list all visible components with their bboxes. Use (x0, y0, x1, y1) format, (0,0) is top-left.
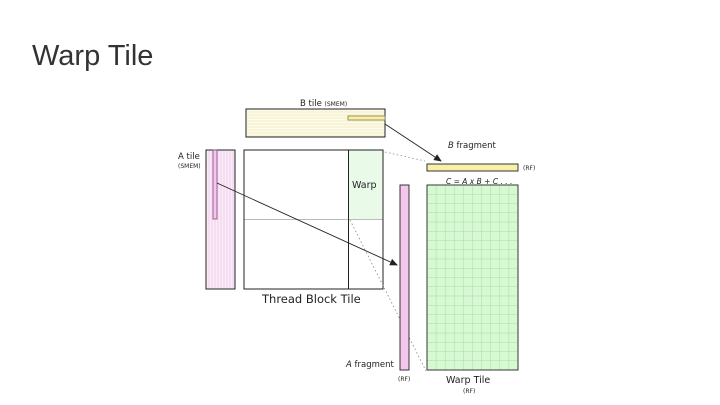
a-fragment-storage: (RF) (398, 376, 410, 383)
b-fragment-storage: (RF) (523, 165, 535, 172)
b-tile (245, 108, 386, 138)
b-fragment-arrow (384, 123, 442, 162)
a-tile-label: A tile (178, 152, 200, 162)
a-tile-storage: (SMEM) (178, 163, 201, 170)
thread-block-border (243, 149, 384, 290)
a-tile-slice (212, 149, 218, 220)
a-tile-stripes (208, 151, 234, 288)
a-fragment-arrow (216, 182, 398, 266)
slide-title: Warp Tile (32, 40, 154, 72)
a-fragment-label: A fragment (345, 360, 395, 370)
b-tile-label: B tile (SMEM) (300, 99, 347, 109)
warp-label: Warp (352, 180, 377, 191)
b-fragment (426, 163, 519, 172)
equation: C = A x B + C . . . (446, 177, 512, 186)
warp-tile-storage: (RF) (463, 388, 475, 395)
a-tile (205, 149, 236, 290)
b-fragment-label: B fragment (448, 141, 497, 151)
projection-line-bottom (349, 219, 427, 372)
warp-region (348, 150, 383, 219)
warp-tile-label: Warp Tile (446, 375, 490, 386)
warp-tile-border (426, 184, 519, 371)
a-fragment (399, 184, 410, 371)
b-tile-slice (347, 115, 386, 121)
warp-tile-grid (427, 185, 518, 370)
thread-block-tile-label: Thread Block Tile (261, 292, 361, 306)
projection-line-top (384, 151, 426, 162)
